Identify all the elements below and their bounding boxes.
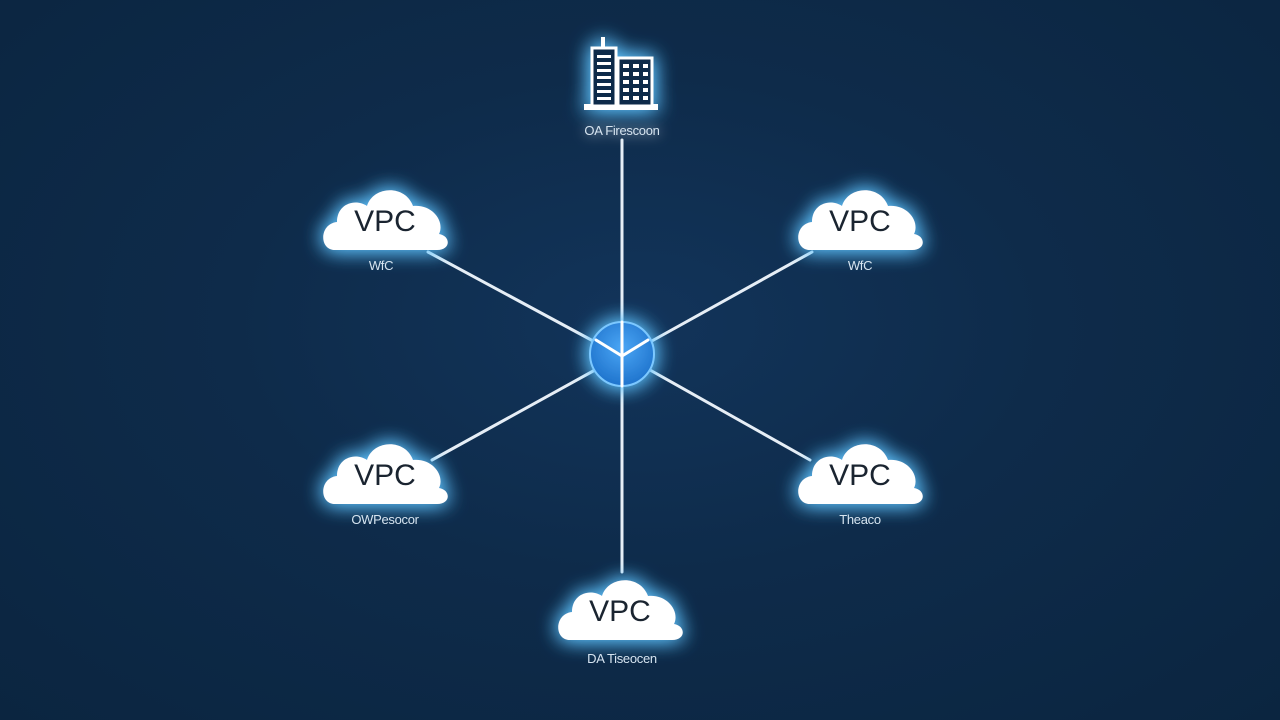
vpc-label: VPC (589, 595, 651, 628)
vpc-label: VPC (354, 459, 416, 492)
building-node: OA Firescoon (584, 37, 660, 138)
cloud-shape (558, 580, 683, 640)
vpc-label: VPC (354, 205, 416, 238)
vpc-caption: WfC (369, 258, 393, 273)
building-icon (584, 37, 658, 110)
link-top-left (426, 250, 597, 344)
vpc-cloud-top-right: VPC WfC (798, 190, 923, 273)
vpc-label: VPC (829, 205, 891, 238)
cloud-shape (323, 190, 448, 250)
vpc-caption: DA Tiseocen (587, 651, 657, 666)
building-caption: OA Firescoon (584, 123, 659, 138)
vpc-cloud-top-left: VPC WfC (323, 190, 448, 273)
hub-node (589, 320, 655, 388)
vpc-caption: WfC (848, 258, 872, 273)
cloud-shape (798, 444, 923, 504)
vpc-cloud-bottom: VPC DA Tiseocen (558, 580, 683, 666)
cloud-shape (798, 190, 923, 250)
vpc-caption: Theaco (839, 512, 881, 527)
connection-links (426, 138, 814, 574)
hub-router-icon (594, 320, 650, 388)
link-top-right (648, 250, 814, 344)
vpc-caption: OWPesocor (351, 512, 419, 527)
link-bottom-left (430, 368, 597, 462)
vpc-cloud-bottom-left: VPC OWPesocor (323, 444, 448, 527)
vpc-cloud-bottom-right: VPC Theaco (798, 444, 923, 527)
vpc-label: VPC (829, 459, 891, 492)
cloud-shape (323, 444, 448, 504)
link-bottom-right (648, 368, 812, 462)
